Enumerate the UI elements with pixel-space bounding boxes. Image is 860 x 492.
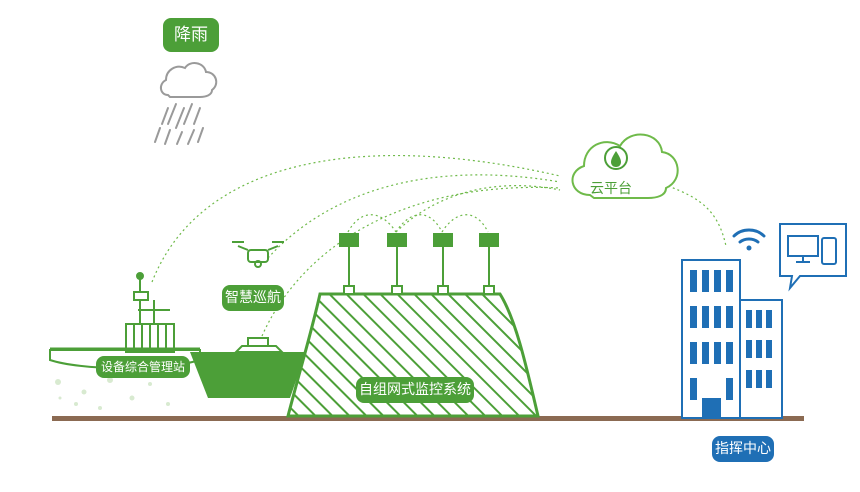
command-center-building bbox=[681, 259, 783, 419]
devices-icon bbox=[779, 223, 847, 292]
river bbox=[190, 352, 306, 398]
solar-panel-icon bbox=[339, 233, 359, 295]
solar-panel-group bbox=[339, 233, 499, 295]
solar-panel-icon bbox=[479, 233, 499, 295]
cloud-platform-label: 云平台 bbox=[590, 181, 632, 197]
boat-icon bbox=[233, 337, 285, 353]
rain-label: 降雨 bbox=[163, 18, 219, 52]
drone-patrol-label: 智慧巡航 bbox=[222, 285, 284, 311]
cloud-platform-icon bbox=[571, 133, 679, 199]
rain-cloud-icon bbox=[154, 62, 218, 145]
connection-lines bbox=[151, 154, 727, 337]
monitoring-mound bbox=[286, 292, 540, 418]
station-label: 设备综合管理站 bbox=[96, 356, 190, 378]
drone-icon bbox=[232, 241, 284, 268]
solar-panel-icon bbox=[433, 233, 453, 295]
monitoring-system-label: 自组网式监控系统 bbox=[356, 377, 474, 403]
solar-panel-icon bbox=[387, 233, 407, 295]
ground-line bbox=[52, 416, 804, 421]
wifi-icon bbox=[732, 228, 766, 251]
station-building bbox=[125, 272, 175, 353]
command-center-label: 指挥中心 bbox=[712, 436, 774, 462]
